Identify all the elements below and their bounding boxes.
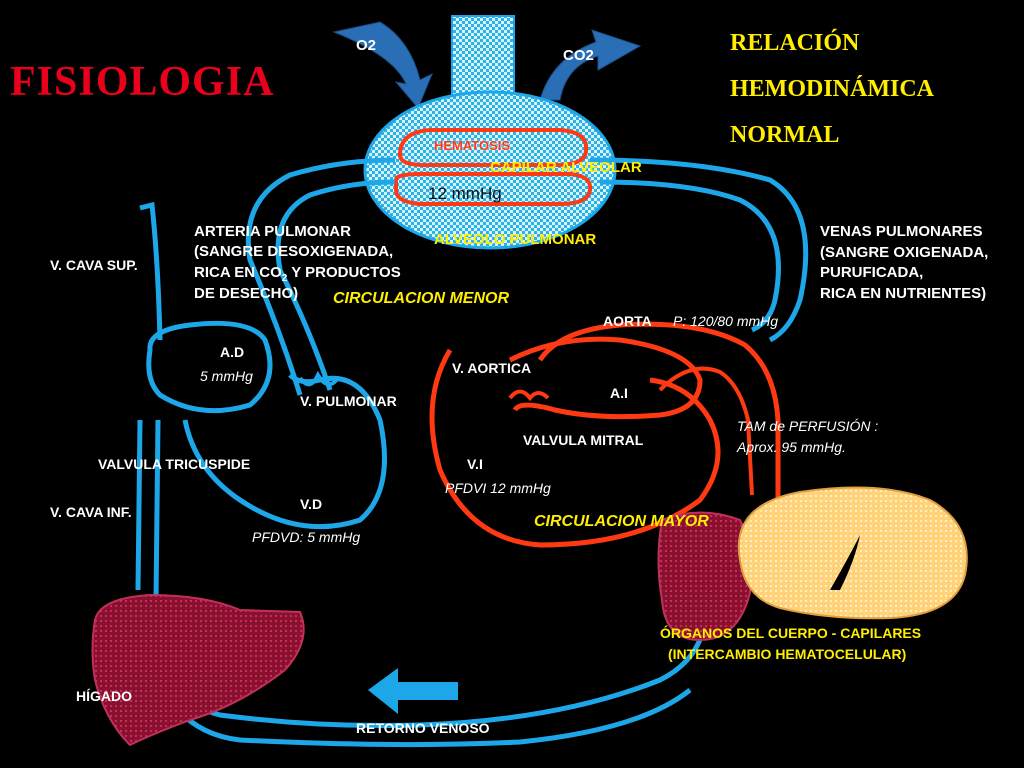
o2-arrow xyxy=(332,21,433,109)
heading-line-1: RELACIÓN xyxy=(730,30,860,56)
ai-label: A.I xyxy=(610,385,628,401)
capillary-upper xyxy=(397,128,589,168)
valvula-tricuspide-label: VALVULA TRICUSPIDE xyxy=(98,456,251,472)
aorta-pressure: P: 120/80 mmHg xyxy=(673,313,779,329)
valvula-mitral-label: VALVULA MITRAL xyxy=(523,432,644,448)
vena-cava-inferior xyxy=(135,419,161,601)
arteria-pulmonar-line-3: RICA EN CO2 Y PRODUCTOS xyxy=(194,263,401,289)
venas-pulmonares-line-2: (SANGRE OXIGENADA, xyxy=(820,244,989,261)
vcava-inf-label: V. CAVA INF. xyxy=(50,504,132,520)
pulmonary-artery-vessel-2 xyxy=(275,179,396,391)
vena-cava-superior xyxy=(139,201,163,341)
arteria-pulmonar-line-4: DE DESECHO) xyxy=(194,285,299,302)
capillary-lower xyxy=(394,172,593,206)
ad-label: A.D xyxy=(220,344,245,360)
v-aortica-label: V. AORTICA xyxy=(452,360,532,376)
vd-label: V.D xyxy=(300,496,323,512)
arteria-pulmonar-line-1: ARTERIA PULMONAR xyxy=(194,223,351,240)
liver xyxy=(91,593,305,747)
trachea xyxy=(451,15,515,97)
left-atrium xyxy=(508,336,703,420)
organos-line-1: ÓRGANOS DEL CUERPO - CAPILARES xyxy=(660,625,922,641)
circulacion-mayor-label: CIRCULACION MAYOR xyxy=(534,513,709,530)
venous-return-arrow xyxy=(368,668,458,714)
aortic-valve-shape xyxy=(508,389,550,402)
aorta-vessel-2 xyxy=(658,366,754,496)
heading-line-3: NORMAL xyxy=(730,122,840,148)
circulacion-menor-label: CIRCULACION MENOR xyxy=(333,290,509,307)
higado-label: HÍGADO xyxy=(76,688,132,704)
vcava-sup-label: V. CAVA SUP. xyxy=(50,257,138,273)
arteria-pulmonar-line-3-a: RICA EN CO xyxy=(194,264,282,281)
pulmonary-artery-vessel xyxy=(245,157,396,396)
tam-line-1: TAM de PERFUSIÓN : xyxy=(737,418,879,434)
pulmonary-valve-shape xyxy=(298,370,340,387)
ad-pressure: 5 mmHg xyxy=(200,368,253,384)
pulmonary-vein-vessel-2 xyxy=(599,179,781,333)
venas-pulmonares-line-1: VENAS PULMONARES xyxy=(820,223,983,240)
v-pulmonar-label: V. PULMONAR xyxy=(300,393,397,409)
capilar-alveolar-label: CAPILAR ALVEOLAR xyxy=(490,159,642,176)
arteria-pulmonar-line-3-sub: 2 xyxy=(281,273,288,284)
pfdvd-label: PFDVD: 5 mmHg xyxy=(252,529,361,545)
page-title: FISIOLOGIA xyxy=(10,59,275,105)
hematosis-label: HEMATOSIS xyxy=(434,138,511,153)
co2-label: CO2 xyxy=(563,47,594,64)
venas-pulmonares-line-3: PURUFICADA, xyxy=(820,264,924,281)
alveolo-pulmonar-label: ALVEOLO PULMONAR xyxy=(434,231,597,248)
pulmonary-vein-vessel xyxy=(589,157,809,343)
right-atrium xyxy=(146,320,273,414)
alveolar-pressure: 12 mmHg xyxy=(428,184,502,203)
co2-arrow xyxy=(539,29,642,101)
pfdvi-label: PFDVI 12 mmHg xyxy=(445,480,551,496)
arteria-pulmonar-line-3-b: Y PRODUCTOS xyxy=(287,264,401,281)
aorta-label: AORTA xyxy=(603,313,652,329)
arteria-pulmonar-line-2: (SANGRE DESOXIGENADA, xyxy=(194,243,394,260)
tam-line-2: Aprox. 95 mmHg. xyxy=(737,439,846,455)
left-ventricle xyxy=(429,348,721,548)
body-organ-red xyxy=(657,511,754,642)
venas-pulmonares-line-4: RICA EN NUTRIENTES) xyxy=(820,285,987,302)
heading-line-2: HEMODINÁMICA xyxy=(730,76,934,102)
o2-label: O2 xyxy=(356,37,377,54)
retorno-venoso-label: RETORNO VENOSO xyxy=(356,720,490,736)
vi-label: V.I xyxy=(467,456,483,472)
aorta-vessel xyxy=(537,321,781,500)
organos-line-2: (INTERCAMBIO HEMATOCELULAR) xyxy=(668,646,907,662)
organ-fold xyxy=(830,535,860,590)
